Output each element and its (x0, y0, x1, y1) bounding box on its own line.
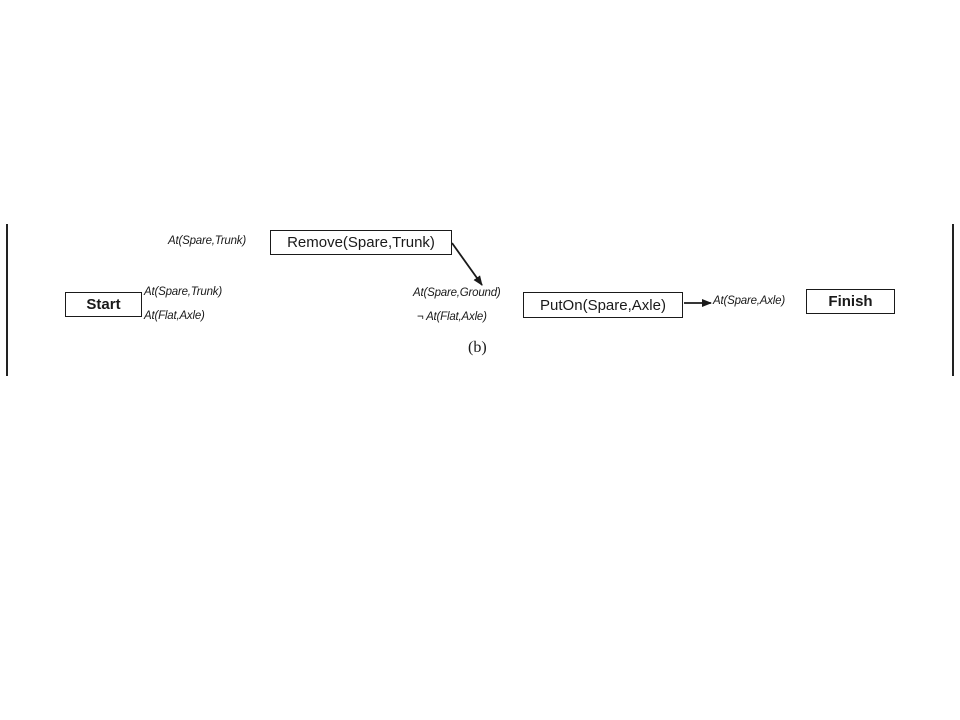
start-action-label: Start (86, 296, 121, 313)
puton-action-label: PutOn(Spare,Axle) (540, 296, 666, 314)
start-action-box: Start (65, 292, 142, 317)
arrow-remove-to-puton (451, 242, 483, 286)
remove-action-label: Remove(Spare,Trunk) (287, 234, 435, 251)
finish-action-label: Finish (828, 293, 873, 310)
remove-precondition: At(Spare,Trunk) (168, 235, 246, 247)
left-border-line (6, 224, 8, 376)
right-border-line (952, 224, 954, 376)
start-effect-flat-axle: At(Flat,Axle) (144, 310, 205, 322)
puton-precondition-not-flat-axle: ¬ At(Flat,Axle) (417, 311, 487, 323)
remove-action-box: Remove(Spare,Trunk) (270, 230, 452, 255)
start-effect-spare-trunk: At(Spare,Trunk) (144, 286, 222, 298)
finish-precondition: At(Spare,Axle) (713, 295, 785, 307)
finish-action-box: Finish (806, 289, 895, 314)
puton-precondition-spare-ground: At(Spare,Ground) (413, 287, 501, 299)
figure-caption: (b) (468, 339, 487, 356)
puton-action-box: PutOn(Spare,Axle) (523, 292, 683, 318)
